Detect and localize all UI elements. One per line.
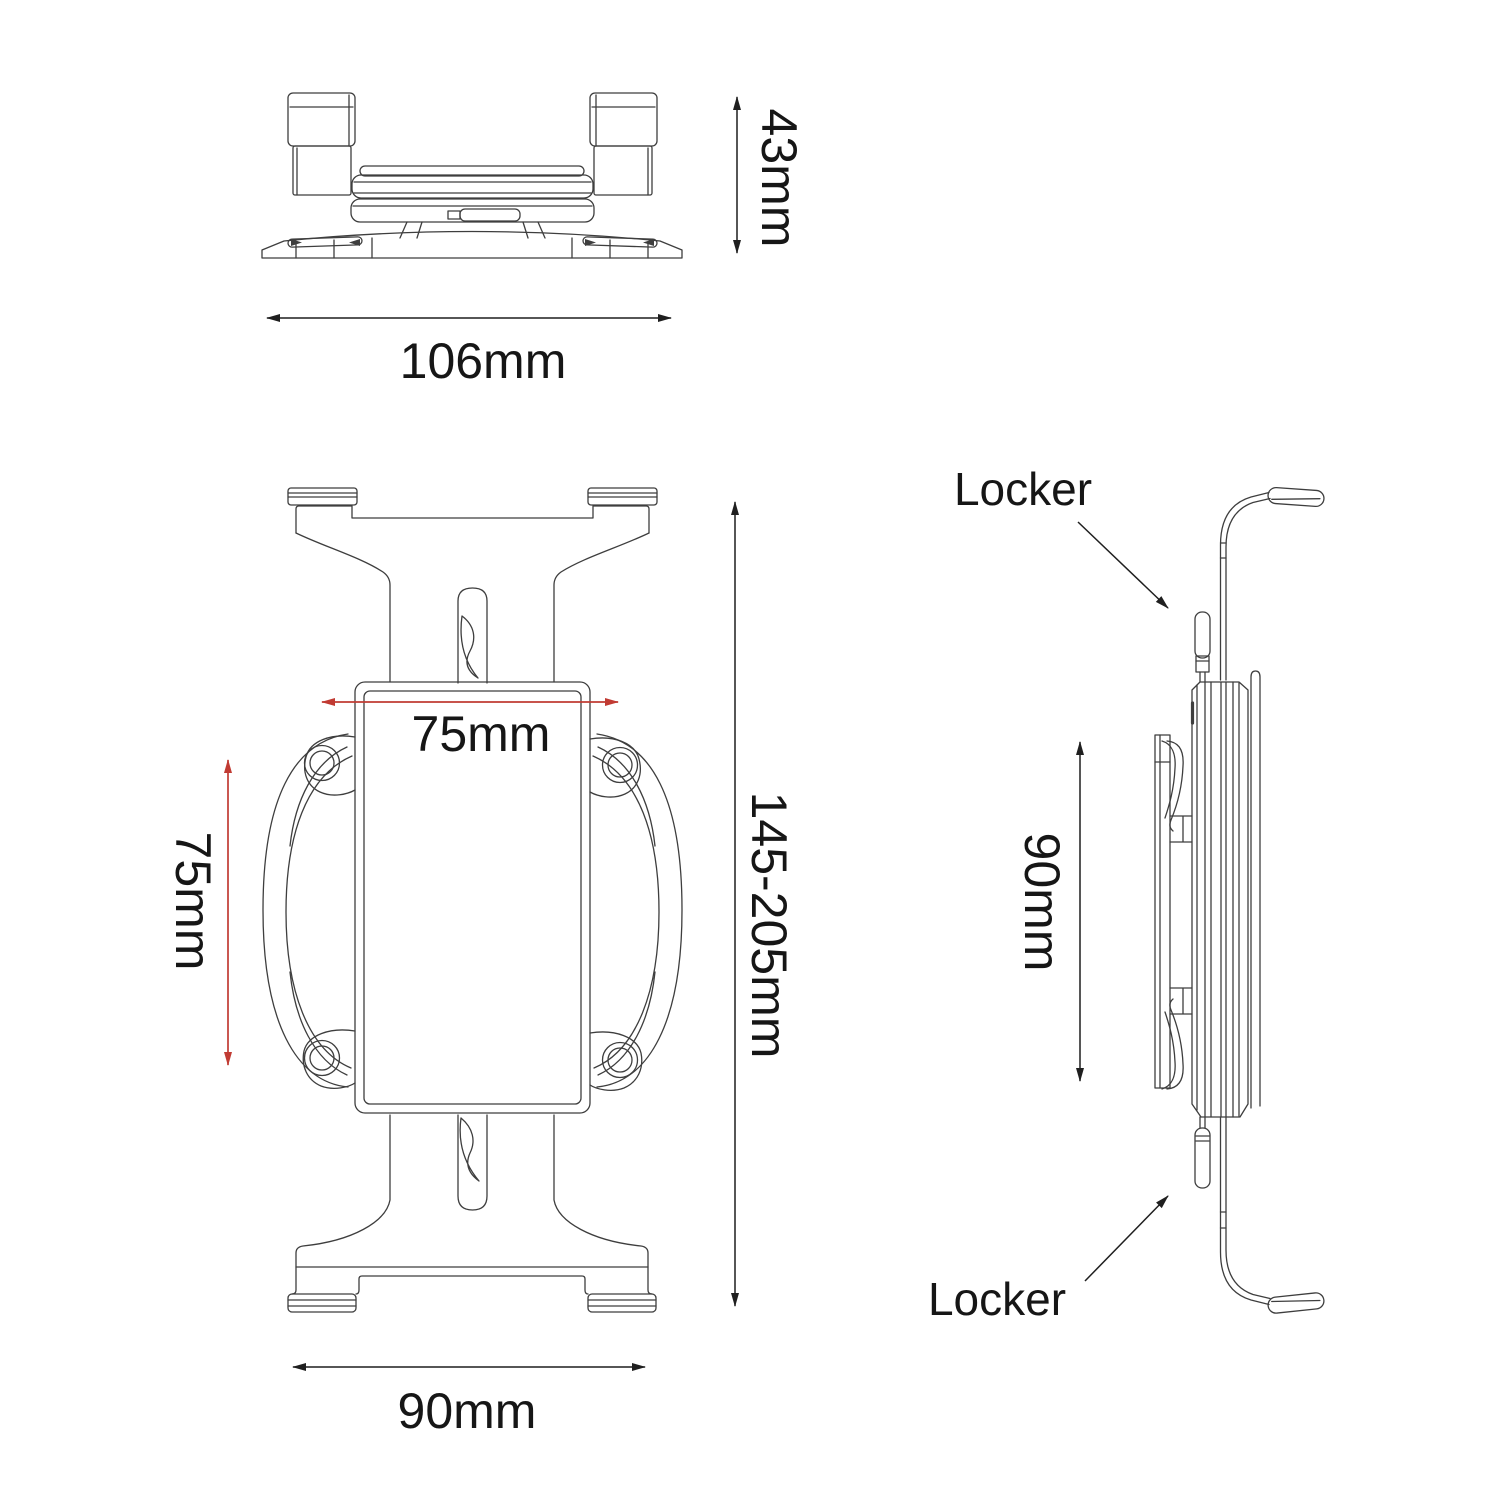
locker-label-bottom: Locker [927, 1273, 1067, 1325]
dim-label-106mm: 106mm [399, 333, 567, 389]
dim-label-90mm-side: 90mm [1014, 832, 1070, 972]
dim-label-145-205mm: 145-205mm [741, 791, 797, 1059]
dim-label-90mm-base: 90mm [397, 1383, 537, 1439]
front-view-drawing [262, 487, 683, 1313]
top-view-drawing [261, 92, 683, 259]
dimension-lines [224, 96, 1169, 1371]
dim-label-75mm-height: 75mm [165, 831, 221, 971]
locker-leader-bottom [1084, 1195, 1169, 1282]
locker-label-top: Locker [953, 463, 1093, 515]
locker-leader-top [1077, 521, 1169, 609]
dim-label-75mm-width: 75mm [411, 706, 551, 762]
side-view-drawing [1154, 486, 1325, 1314]
dim-label-43mm: 43mm [751, 108, 807, 248]
